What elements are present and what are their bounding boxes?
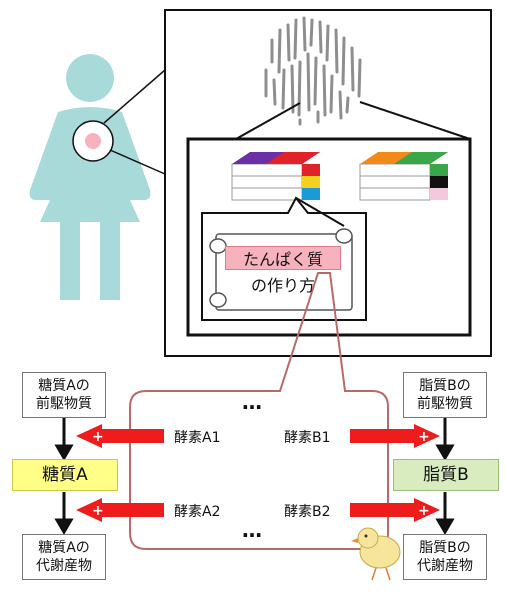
sugar-a-precursor-box: 糖質Aの 前駆物質 (22, 372, 106, 418)
lipid-b-precursor-box: 脂質Bの 前駆物質 (403, 372, 487, 418)
person-silhouette (29, 54, 151, 300)
enzyme-a2-label: 酵素A2 (174, 504, 221, 520)
chromatin-cluster (264, 16, 362, 126)
enzyme-a1-label: 酵素A1 (174, 430, 221, 446)
svg-text:+: + (92, 503, 104, 519)
zoom-line-bottom (109, 149, 166, 175)
sugar-a-metabolite-box: 糖質Aの 代謝産物 (22, 534, 106, 580)
scroll-title-line2: の作り方 (250, 276, 315, 295)
zoom-line-chromatin-left (235, 102, 301, 140)
book-stack-right (359, 152, 448, 201)
sugar-a-box: 糖質A (12, 459, 118, 491)
flow-arrows-right (435, 418, 455, 535)
book-stack-left (231, 152, 320, 201)
enzyme-arrow-a2: + (76, 498, 164, 522)
flow-arrows-left (54, 418, 74, 535)
callout-pointer (295, 197, 345, 227)
chick-illustration (351, 527, 401, 581)
cell-nucleus-dot (85, 133, 101, 149)
lipid-b-box: 脂質B (393, 459, 499, 491)
enzyme-b1-label: 酵素B1 (284, 430, 331, 446)
enzyme-arrow-b2: + (350, 498, 440, 522)
enzyme-group-outline (129, 272, 389, 550)
enzyme-arrow-b1: + (350, 424, 440, 448)
lipid-b-metabolite-box: 脂質Bの 代謝産物 (403, 534, 487, 580)
zoom-line-top (103, 69, 166, 124)
svg-text:+: + (418, 429, 430, 445)
ellipsis-bottom: … (242, 518, 263, 542)
enzyme-b2-label: 酵素B2 (284, 504, 331, 520)
ellipsis-top: … (242, 390, 263, 414)
svg-text:+: + (92, 429, 104, 445)
enzyme-arrow-a1: + (76, 424, 164, 448)
scroll-title-highlight: たんぱく質 (225, 246, 341, 270)
svg-text:+: + (418, 503, 430, 519)
zoom-line-chromatin-right (359, 101, 471, 140)
